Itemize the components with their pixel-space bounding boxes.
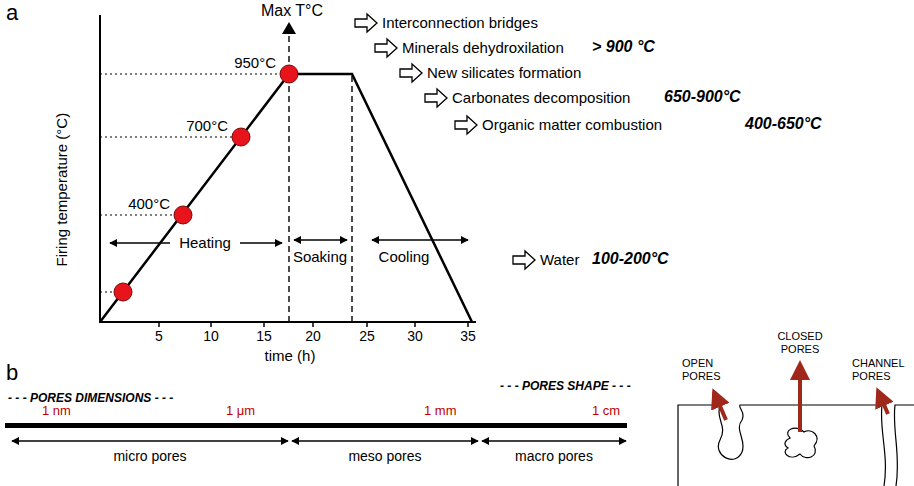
red-dot — [280, 65, 298, 83]
range-name: micro pores — [113, 448, 186, 464]
process-label: Water — [540, 251, 579, 268]
hollow-arrow — [400, 64, 422, 82]
tick-label: 20 — [305, 328, 321, 344]
max-arrowhead — [282, 22, 296, 34]
range-label: 400-650°C — [745, 115, 822, 133]
guide-line — [100, 136, 241, 137]
tick — [366, 322, 368, 327]
process-label: Carbonates decomposition — [452, 89, 630, 106]
axes — [100, 15, 476, 322]
pore-label: CHANNEL PORES — [852, 357, 910, 382]
section-heading: - - - PORES DIMENSIONS - - - — [8, 392, 173, 406]
tick-label: 30 — [407, 328, 423, 344]
phase-label: Cooling — [379, 248, 430, 265]
tick — [312, 322, 314, 327]
span-arrow — [240, 242, 282, 244]
scale-value: 1 mm — [424, 404, 457, 419]
hollow-arrow — [455, 116, 477, 134]
red-dot — [174, 206, 192, 224]
hollow-arrow — [375, 39, 397, 57]
hollow-arrow — [355, 14, 377, 32]
red-dot — [232, 128, 250, 146]
temperature-label: 400°C — [128, 195, 170, 212]
span-arrow — [372, 239, 468, 241]
scale-value: 1 μm — [226, 404, 255, 419]
x-ticks — [159, 322, 468, 327]
span-arrow — [294, 239, 347, 241]
span-arrow — [482, 440, 626, 441]
divider-line — [351, 74, 352, 322]
span-arrow — [110, 242, 170, 244]
scale-arrows — [12, 440, 626, 441]
range-label: 650-900°C — [664, 88, 741, 106]
tick — [414, 322, 416, 327]
hollow-arrow — [513, 251, 535, 269]
panel-letter: b — [6, 360, 18, 385]
range-label: 100-200°C — [592, 250, 669, 268]
tick — [263, 322, 265, 327]
range-name: meso pores — [348, 448, 421, 464]
tick-label: 5 — [155, 328, 163, 344]
firing-curve — [100, 74, 472, 322]
tick — [467, 322, 469, 327]
range-name: macro pores — [515, 448, 593, 464]
tick-label: 35 — [460, 328, 476, 344]
scale-bar — [5, 423, 627, 428]
span-arrow — [12, 440, 288, 441]
scale-value: 1 cm — [592, 404, 620, 419]
material-block — [894, 405, 914, 486]
range-label: > 900 °C — [592, 38, 655, 56]
tick — [158, 322, 160, 327]
pore-sketch — [678, 405, 914, 486]
tick-label: 15 — [256, 328, 272, 344]
span-arrow — [292, 440, 478, 441]
pore-label: OPEN PORES — [682, 357, 734, 382]
process-label: New silicates formation — [427, 64, 581, 81]
panel-letter: a — [6, 0, 18, 25]
closed-pore — [785, 428, 817, 457]
tick-label: 10 — [203, 328, 219, 344]
hollow-arrow — [425, 89, 447, 107]
process-label: Interconnection bridges — [382, 14, 538, 31]
guide-line — [100, 73, 289, 74]
phase-label: Soaking — [293, 248, 347, 265]
red-arrow — [878, 391, 888, 414]
guide-line — [100, 214, 183, 215]
red-dot — [114, 283, 132, 301]
temperature-label: 950°C — [234, 54, 276, 71]
axis-title: time (h) — [265, 347, 316, 364]
scale-value: 1 nm — [42, 404, 71, 419]
tick-label: 25 — [359, 328, 375, 344]
axis-note: Max T°C — [261, 2, 323, 20]
temperature-label: 700°C — [186, 117, 228, 134]
phase-label: Heating — [179, 234, 231, 251]
process-label: Organic matter combustion — [482, 116, 662, 133]
guide-lines — [100, 74, 289, 292]
temperature-dots — [114, 65, 298, 301]
process-label: Minerals dehydroxilation — [402, 39, 564, 56]
pore-label: CLOSED PORES — [770, 330, 830, 355]
tick — [210, 322, 212, 327]
section-heading: - - - PORES SHAPE - - - — [500, 380, 631, 394]
phase-arrows — [110, 240, 468, 243]
red-arrow — [798, 364, 802, 432]
axis-title: Firing temperature (°C) — [53, 113, 70, 267]
red-arrow — [714, 392, 726, 420]
material-block — [678, 405, 885, 486]
